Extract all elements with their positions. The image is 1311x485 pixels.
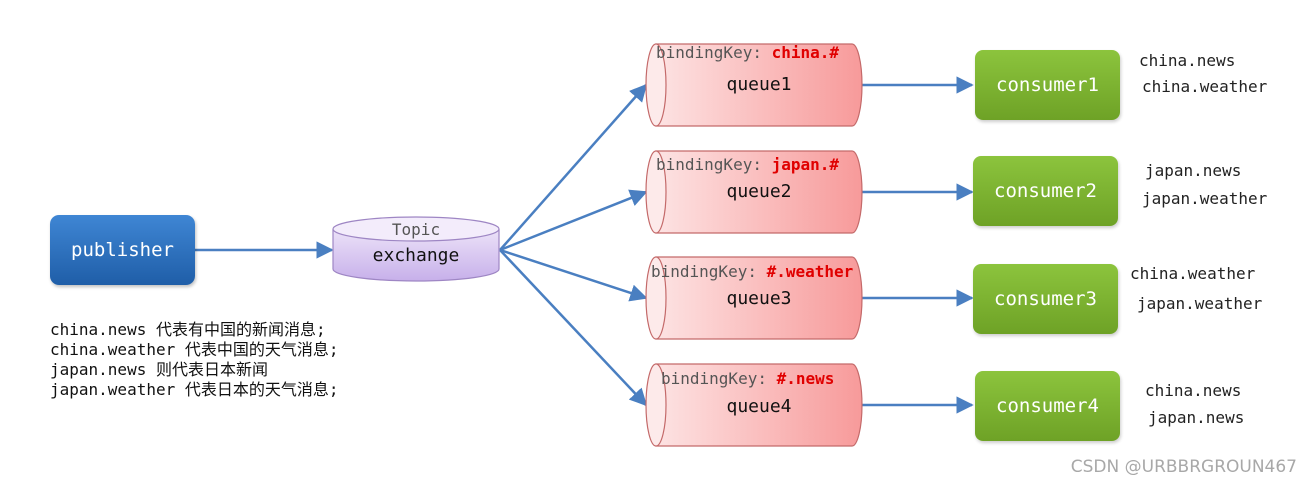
binding-key: china.# <box>771 43 840 62</box>
arrow-exchange-queue2 <box>499 189 648 252</box>
consumer3-message: japan.weather <box>1137 294 1263 313</box>
arrow-exchange-queue1 <box>499 83 648 251</box>
consumer4-message: japan.news <box>1148 408 1245 427</box>
legend-line: china.news 代表有中国的新闻消息; <box>50 320 326 339</box>
queue2-binding: bindingKey: japan.# <box>656 155 839 174</box>
binding-key: japan.# <box>771 155 840 174</box>
queue4-cylinder <box>645 363 863 447</box>
consumer3-label: consumer3 <box>994 288 1097 310</box>
consumer4-node: consumer4 <box>975 371 1120 441</box>
binding-prefix: bindingKey: <box>651 262 767 281</box>
legend-line: china.weather 代表中国的天气消息; <box>50 340 339 359</box>
queue3-cylinder <box>645 256 863 340</box>
consumer1-message: china.weather <box>1142 77 1268 96</box>
binding-prefix: bindingKey: <box>656 43 772 62</box>
queue2-cylinder <box>645 150 863 234</box>
publisher-node: publisher <box>50 215 195 285</box>
consumer2-label: consumer2 <box>994 180 1097 202</box>
consumer4-message: china.news <box>1145 381 1242 400</box>
legend-line: japan.news 则代表日本新闻 <box>50 360 268 379</box>
queue1-cylinder <box>645 43 863 127</box>
consumer1-message: china.news <box>1139 51 1236 70</box>
arrow-exchange-queue4 <box>499 249 648 407</box>
queue3-binding: bindingKey: #.weather <box>651 262 853 281</box>
binding-key: #.news <box>776 369 835 388</box>
consumer3-message: china.weather <box>1130 264 1256 283</box>
binding-prefix: bindingKey: <box>656 155 772 174</box>
queue2-name: queue2 <box>726 181 792 202</box>
routing-key-legend: china.news 代表有中国的新闻消息; china.weather 代表中… <box>50 320 339 400</box>
exchange-cylinder <box>332 216 500 282</box>
consumer2-node: consumer2 <box>973 156 1118 226</box>
legend-line: japan.weather 代表日本的天气消息; <box>50 380 339 399</box>
exchange-label: exchange <box>372 245 460 266</box>
arrow-exchange-queue3 <box>499 248 648 302</box>
consumer3-node: consumer3 <box>973 264 1118 334</box>
exchange-type-label: Topic <box>391 220 441 239</box>
consumer4-label: consumer4 <box>996 395 1099 417</box>
watermark: CSDN @URBBRGROUN467 <box>1070 457 1297 477</box>
queue4-name: queue4 <box>726 396 792 417</box>
consumer2-message: japan.weather <box>1142 189 1268 208</box>
queue4-binding: bindingKey: #.news <box>661 369 834 388</box>
binding-key: #.weather <box>766 262 854 281</box>
queue1-binding: bindingKey: china.# <box>656 43 839 62</box>
queue1-name: queue1 <box>726 74 792 95</box>
consumer2-message: japan.news <box>1145 161 1242 180</box>
queue3-name: queue3 <box>726 288 792 309</box>
consumer1-label: consumer1 <box>996 74 1099 96</box>
consumer1-node: consumer1 <box>975 50 1120 120</box>
binding-prefix: bindingKey: <box>661 369 777 388</box>
publisher-label: publisher <box>71 239 174 261</box>
